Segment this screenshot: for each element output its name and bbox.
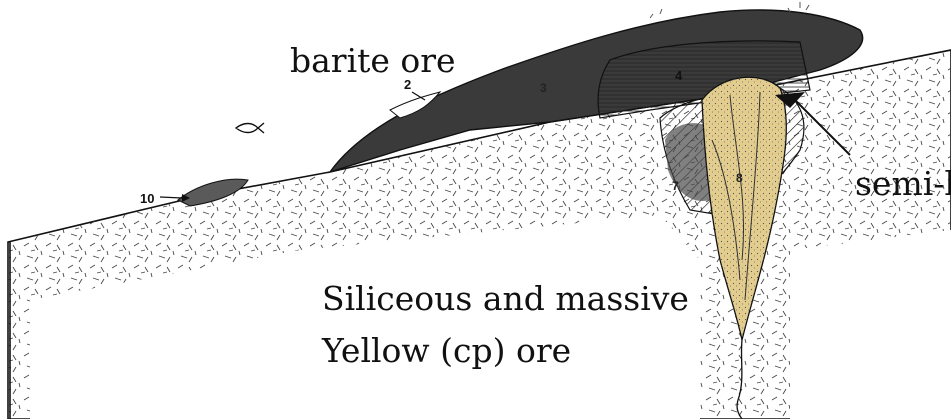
label-siliceous-line-1: Siliceous and massive	[322, 279, 689, 318]
fish-fossil-symbol	[236, 123, 264, 133]
arrow-10	[160, 197, 182, 198]
label-barite-ore: barite ore	[290, 41, 456, 80]
unit-label-8: 8	[736, 171, 743, 185]
unit-label-4: 4	[675, 68, 683, 83]
unit-label-3: 3	[540, 81, 547, 95]
label-siliceous-line-2: Yellow (cp) ore	[321, 331, 571, 370]
unit-label-7: 7	[672, 179, 679, 193]
label-semi-bl: semi-bl	[855, 164, 951, 203]
lower-clean-area-right	[790, 230, 951, 419]
unit-label-10: 10	[140, 191, 154, 206]
